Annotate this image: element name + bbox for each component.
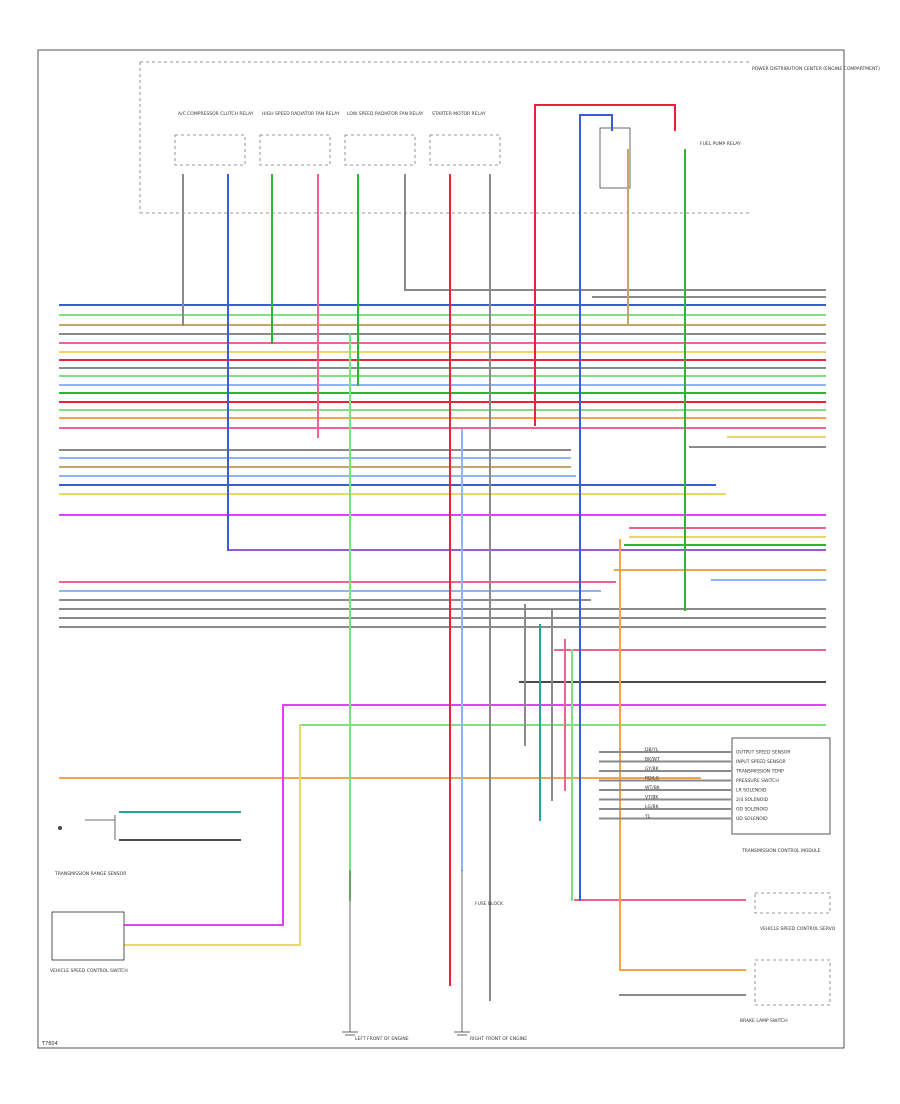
ground-right-icon [454,870,470,1036]
fuel-pump-feed-blue [579,114,613,131]
fuse-block-label: FUSE BLOCK [475,901,504,907]
switch-icon [58,815,116,840]
ground-right-label: RIGHT FRONT OF ENGINE [470,1036,527,1042]
tcm-pin-label: INPUT SPEED SENSOR [736,759,786,765]
tcm-pin-wire-code: WT/BK [645,785,661,791]
ground-left-icon [342,870,358,1036]
servo-label: VEHICLE SPEED CONTROL SERVO [760,926,836,932]
tcm-pin-list: DB/YL OUTPUT SPEED SENSOR BK/WT INPUT SPEED… [599,747,791,822]
tcm-pin-label: OD SOLENOID [736,807,768,813]
speed-control-switch-label: VEHICLE SPEED CONTROL SWITCH [50,968,128,974]
tcm-pin-wire-code: LG/BK [645,804,660,810]
pdc-label: POWER DISTRIBUTION CENTER (ENGINE COMPAR… [752,66,880,72]
tcm-pin-wire-code: DB/YL [645,747,659,753]
brake-box [754,959,831,1006]
tcm-box [731,737,831,835]
wire-group [59,104,826,1001]
relay-label-lo-fan: LOW SPEED RADIATOR FAN RELAY [347,111,424,117]
tcm-pin-wire-code: VT/BK [645,795,659,801]
tcm-pin-label: TRANSMISSION TEMP [735,769,784,775]
tcm-pin-label: LR SOLENOID [736,788,767,794]
outer-frame [37,49,845,1049]
tcm-label: TRANSMISSION CONTROL MODULE [741,848,821,854]
tcm-pin-label: UD SOLENOID [736,816,768,822]
relay-boxes [174,127,631,189]
brake-label: BRAKE LAMP SWITCH [740,1018,788,1024]
figure-id: T7804 [41,1041,58,1047]
ground-left-label: LEFT FRONT OF ENGINE [355,1036,409,1042]
tcm-pin-wire-code: BK/WT [645,757,660,763]
relay-label-starter: STARTER MOTOR RELAY [432,111,486,117]
tcm-pin-wire-code: GY/BK [645,766,660,772]
relay-label-fuel: FUEL PUMP RELAY [700,141,741,147]
tcm-pin-label: 2/4 SOLENOID [736,797,769,803]
tcm-pin-wire-code: RD/LG [645,776,660,782]
tcm-pin-label: OUTPUT SPEED SENSOR [736,750,791,756]
fuel-pump-feed-red [534,104,676,426]
speed-control-switch-box [51,911,125,961]
tcm-pin-wire-code: YL [644,814,651,820]
relay-label-hi-fan: HIGH SPEED RADIATOR FAN RELAY [262,111,340,117]
servo-box [754,892,831,914]
tcm-pin-label: PRESSURE SWITCH [736,778,779,784]
relay-label-ac: A/C COMPRESSOR CLUTCH RELAY [178,111,254,117]
range-sensor-label: TRANSMISSION RANGE SENSOR [54,871,126,877]
